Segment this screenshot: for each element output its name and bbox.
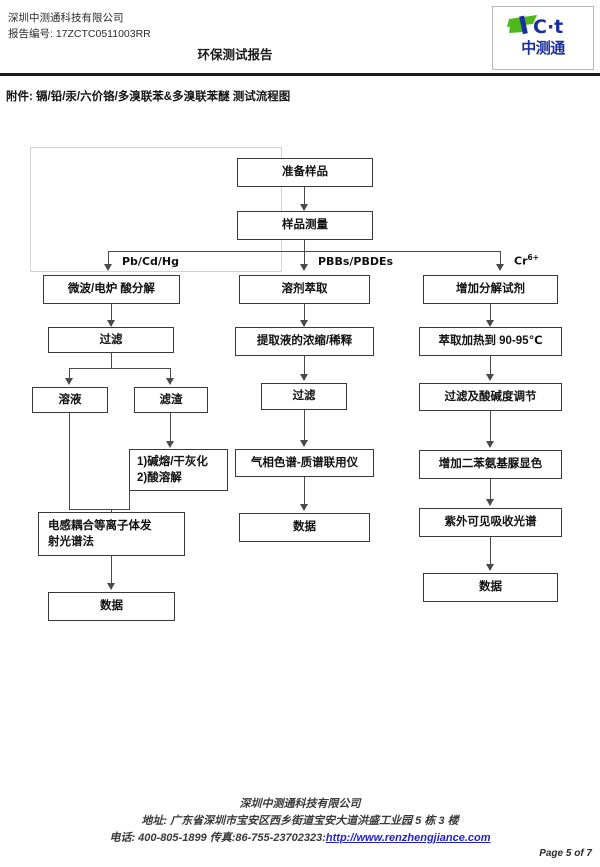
arrow-uvvis-to-data <box>486 564 494 571</box>
node-gc-ms: 气相色谱-质谱联用仪 <box>235 449 374 477</box>
node-alkali-fusion-line1: 1)碱熔/干灰化 <box>137 456 208 468</box>
node-solvent-extraction: 溶剂萃取 <box>239 275 370 304</box>
connector-reagent-to-heat <box>490 304 492 326</box>
connector-filter-split-stem <box>111 353 113 369</box>
connector-heat-to-filter-ph <box>490 356 492 380</box>
test-flowchart: 准备样品 样品测量 Pb/Cd/Hg PBBs/PBDEs Cr6+ 微波/电炉… <box>0 130 600 650</box>
header-company-name: 深圳中测通科技有限公司 <box>8 12 124 24</box>
page-footer: 深圳中测通科技有限公司 地址: 广东省深圳市宝安区西乡街道宝安大道洪盛工业园 5… <box>0 796 600 847</box>
arrow-residue-to-fusion <box>166 441 174 448</box>
node-microwave-acid-digestion: 微波/电炉 酸分解 <box>43 275 180 304</box>
node-icp-oes-line2: 射光谱法 <box>48 536 94 548</box>
connector-uvvis-to-data <box>490 537 492 570</box>
node-uv-vis-spectroscopy: 紫外可见吸收光谱 <box>419 508 562 537</box>
footer-address: 地址: 广东省深圳市宝安区西乡街道宝安大道洪盛工业园 5 栋 3 楼 <box>141 815 459 827</box>
node-heat-extraction: 萃取加热到 90-95℃ <box>419 327 562 356</box>
arrow-solvent-to-concentrate <box>300 320 308 327</box>
attachment-title: 附件: 镉/铅/汞/六价铬/多溴联苯&多溴联苯醚 测试流程图 <box>6 91 291 103</box>
connector-color-to-uvvis <box>490 479 492 505</box>
connector-filter-to-gcms <box>304 410 306 446</box>
node-filter-left: 过滤 <box>48 327 174 353</box>
branch-label-cr-sup: 6+ <box>527 253 540 262</box>
connector-gcms-to-data <box>304 477 306 510</box>
arrow-concentrate-to-filter <box>300 374 308 381</box>
branch-label-pb-cd-hg: Pb/Cd/Hg <box>122 255 179 268</box>
connector-residue-to-fusion <box>170 413 172 446</box>
connector-measure-to-split <box>304 240 306 252</box>
logo-mark: C·t <box>493 11 593 67</box>
node-concentrate-dilute: 提取液的浓缩/稀释 <box>235 327 374 356</box>
connector-microwave-to-filter <box>111 304 113 326</box>
node-solution: 溶液 <box>32 387 108 413</box>
node-alkali-fusion: 1)碱熔/干灰化 2)酸溶解 <box>129 449 228 491</box>
connector-solution-down <box>69 413 71 510</box>
arrow-icp-to-data <box>107 583 115 590</box>
connector-prepare-to-measure <box>304 187 306 210</box>
logo-wordmark: 中测通 <box>521 39 565 57</box>
node-data-left: 数据 <box>48 592 175 621</box>
node-residue: 滤渣 <box>134 387 208 413</box>
header-report-number: 报告编号: 17ZCTC0511003RR <box>8 28 151 40</box>
arrow-gcms-to-data <box>300 504 308 511</box>
footer-company: 深圳中测通科技有限公司 <box>239 798 361 810</box>
arrow-filterph-to-color <box>486 441 494 448</box>
node-data-mid: 数据 <box>239 513 370 542</box>
branch-label-cr6: Cr6+ <box>514 253 539 268</box>
arrow-branch-mid <box>300 264 308 271</box>
arrow-branch-right <box>496 264 504 271</box>
connector-split-mid-drop <box>304 251 306 268</box>
arrow-to-residue <box>166 378 174 385</box>
branch-label-cr-base: Cr <box>514 254 528 268</box>
node-diphenylcarbazide-color: 增加二苯氨基脲显色 <box>419 450 562 479</box>
connector-filterph-to-color <box>490 411 492 447</box>
node-data-right: 数据 <box>423 573 558 602</box>
connector-to-residue <box>170 368 172 382</box>
node-alkali-fusion-line2: 2)酸溶解 <box>137 472 182 484</box>
header-company-block: 深圳中测通科技有限公司 报告编号: 17ZCTC0511003RR <box>8 10 151 42</box>
node-icp-oes: 电感耦合等离子体发 射光谱法 <box>38 512 185 556</box>
connector-split-right-drop <box>500 251 502 268</box>
connector-filter-split-bar <box>69 368 171 370</box>
footer-contact-line: 电话: 400-805-1899 传真:86-755-23702323:http… <box>0 830 600 847</box>
header-divider <box>0 73 600 76</box>
connector-solvent-to-concentrate <box>304 304 306 326</box>
connector-icp-to-data <box>111 556 113 589</box>
footer-contact-text: 电话: 400-805-1899 传真:86-755-23702323: <box>109 832 326 844</box>
node-filter-ph-adjust: 过滤及酸碱度调节 <box>419 383 562 411</box>
node-filter-mid: 过滤 <box>261 383 347 410</box>
node-sample-measure: 样品测量 <box>237 211 373 240</box>
arrow-color-to-uvvis <box>486 499 494 506</box>
connector-merge-bar <box>69 509 130 511</box>
node-add-digestion-reagent: 增加分解试剂 <box>423 275 558 304</box>
page-number: Page 5 of 7 <box>539 848 592 859</box>
arrow-microwave-to-filter <box>107 320 115 327</box>
svg-text:C·t: C·t <box>533 16 563 38</box>
arrow-reagent-to-heat <box>486 320 494 327</box>
arrow-heat-to-filter-ph <box>486 374 494 381</box>
arrow-branch-left <box>104 264 112 271</box>
connector-to-solution <box>69 368 71 382</box>
chart-canvas-border <box>30 147 282 272</box>
node-prepare-sample: 准备样品 <box>237 158 373 187</box>
arrow-to-solution <box>65 378 73 385</box>
node-icp-oes-line1: 电感耦合等离子体发 <box>48 520 152 532</box>
footer-website-link[interactable]: http://www.renzhengjiance.com <box>325 832 491 844</box>
arrow-prepare-to-measure <box>300 204 308 211</box>
logo-zctc-icon: C·t <box>507 15 563 38</box>
connector-split-left-drop <box>108 251 110 268</box>
document-title: 环保测试报告 <box>197 48 273 62</box>
company-logo: C·t 中测通 <box>492 6 594 70</box>
connector-concentrate-to-filter <box>304 356 306 380</box>
branch-label-pbbs-pbdes: PBBs/PBDEs <box>318 255 394 268</box>
arrow-filter-to-gcms <box>300 440 308 447</box>
connector-fusion-left-stub <box>129 490 131 510</box>
